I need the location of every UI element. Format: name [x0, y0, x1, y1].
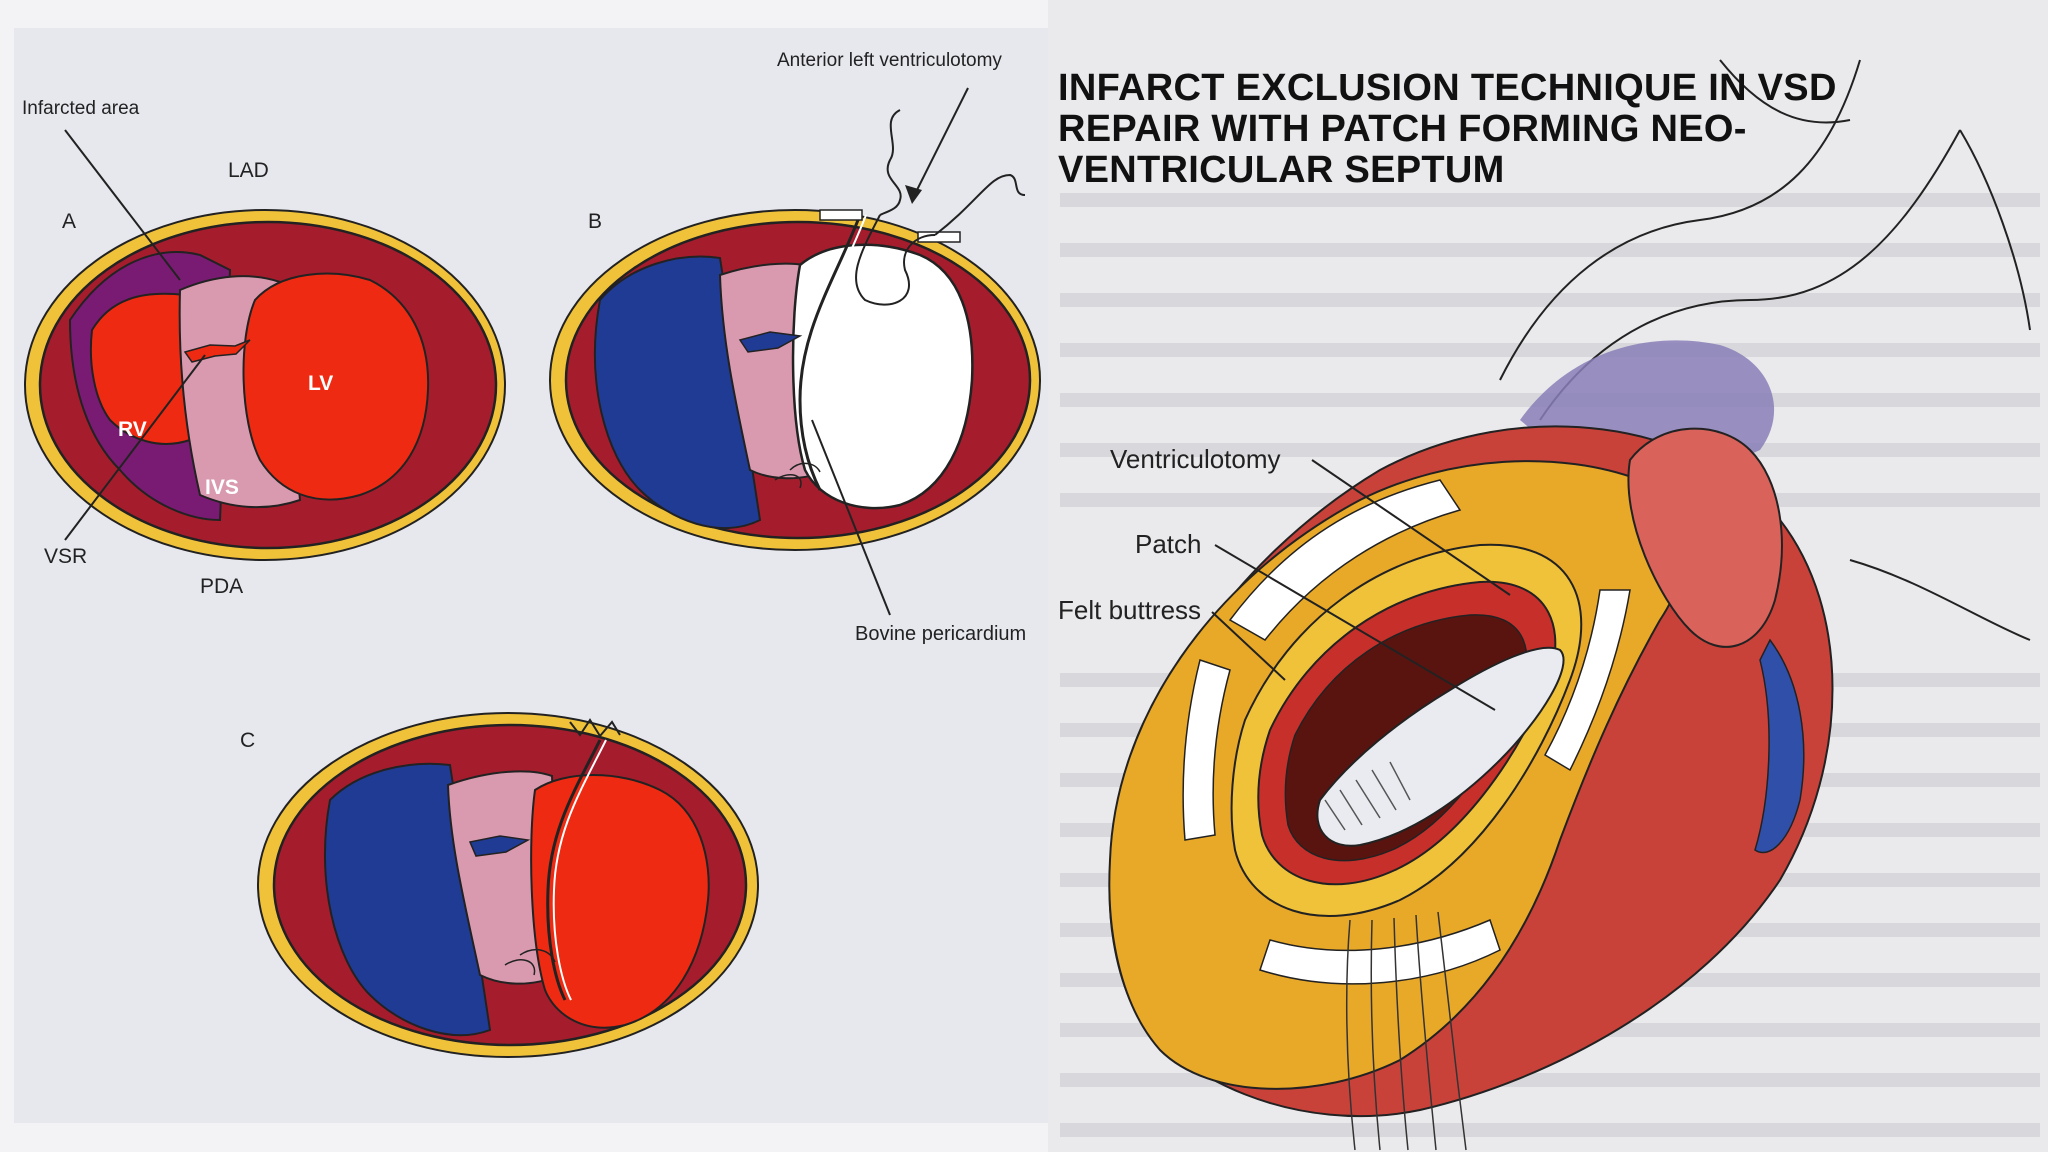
label-anterior-ventriculotomy: Anterior left ventriculotomy	[777, 50, 1002, 71]
coronary-vein	[1754, 638, 1805, 854]
labels: Infarcted area LAD A B C RV LV IVS VSR P…	[22, 50, 1281, 752]
retractor-left-b	[879, 109, 902, 216]
title-line-3: VENTRICULAR SEPTUM	[1058, 149, 1505, 191]
neo-septum-patch	[1316, 646, 1565, 847]
label-lad: LAD	[228, 159, 269, 182]
label-rv: RV	[118, 418, 147, 441]
label-bovine-pericardium: Bovine pericardium	[855, 623, 1026, 645]
label-patch: Patch	[1135, 529, 1202, 559]
leader-ventriculotomy-arrow	[911, 87, 969, 201]
pericardium-patch-c	[546, 739, 602, 1001]
label-panel-b: B	[588, 210, 602, 233]
vessel-outline-4	[1959, 129, 2031, 331]
leader-lines-right	[1211, 459, 1511, 711]
leader-infarcted-area	[64, 129, 181, 281]
label-vsr: VSR	[44, 545, 87, 568]
lv-cavity-a	[242, 272, 430, 501]
felt-buttress-left	[1182, 659, 1231, 841]
felt-buttress-right	[1543, 589, 1631, 772]
label-pda: PDA	[200, 575, 243, 598]
leader-ventriculotomy	[1311, 459, 1511, 596]
sutures-c	[504, 948, 556, 976]
surgical-view	[1108, 59, 2031, 1151]
patch-sutures	[1324, 761, 1411, 831]
vessel-outline-3	[1719, 59, 1851, 124]
rv-cavity-c	[324, 762, 492, 1037]
sutures-b	[774, 462, 821, 489]
title-line-2: REPAIR WITH PATCH FORMING NEO-	[1058, 108, 1747, 150]
felt-strip-left-b	[819, 209, 863, 221]
label-lv: LV	[308, 372, 333, 395]
pericardium-patch-inner-c	[552, 739, 607, 1001]
leader-patch	[1214, 544, 1496, 711]
diagram-title: INFARCT EXCLUSION TECHNIQUE IN VSD REPAI…	[1058, 68, 2018, 191]
vsr-tear-c	[468, 835, 531, 857]
label-ivs: IVS	[205, 476, 239, 499]
vessel-outline-5	[1849, 559, 2031, 641]
label-panel-a: A	[62, 210, 76, 233]
leader-bovine-pericardium	[811, 419, 891, 616]
rv-cavity-b	[594, 255, 762, 529]
vsr-tear-b	[738, 331, 803, 353]
leader-vsr	[64, 354, 206, 541]
vessel-outline-2	[1539, 129, 1961, 421]
label-panel-c: C	[240, 729, 255, 752]
felt-buttress-top	[1228, 479, 1462, 641]
retractor-right-b	[934, 173, 1026, 236]
leader-felt-buttress	[1211, 611, 1286, 681]
vessel-outline-1	[1499, 59, 1861, 381]
vsr-tear-a	[183, 339, 251, 363]
label-felt-buttress: Felt buttress	[1058, 595, 1201, 625]
heart-section-a	[24, 209, 506, 561]
arrowhead-ventriculotomy	[905, 185, 922, 204]
pericardium-patch-inner-b	[804, 214, 867, 491]
title-line-1: INFARCT EXCLUSION TECHNIQUE IN VSD	[1058, 67, 1837, 109]
lv-cavity-c	[530, 774, 710, 1029]
felt-buttress-bottom	[1259, 918, 1501, 985]
pericardium-patch-b	[798, 214, 862, 491]
atrial-appendage	[1627, 427, 1783, 648]
label-infarcted-area: Infarcted area	[22, 98, 140, 119]
lv-cavity-b	[791, 243, 974, 510]
leader-lines-left	[64, 87, 969, 616]
ventriculotomy-flap-b	[855, 214, 936, 306]
hanging-sutures	[1345, 911, 1467, 1151]
heart-section-c	[257, 712, 759, 1058]
heart-section-b	[549, 109, 1041, 551]
closure-sutures-c	[569, 718, 621, 738]
label-ventriculotomy: Ventriculotomy	[1110, 444, 1281, 474]
